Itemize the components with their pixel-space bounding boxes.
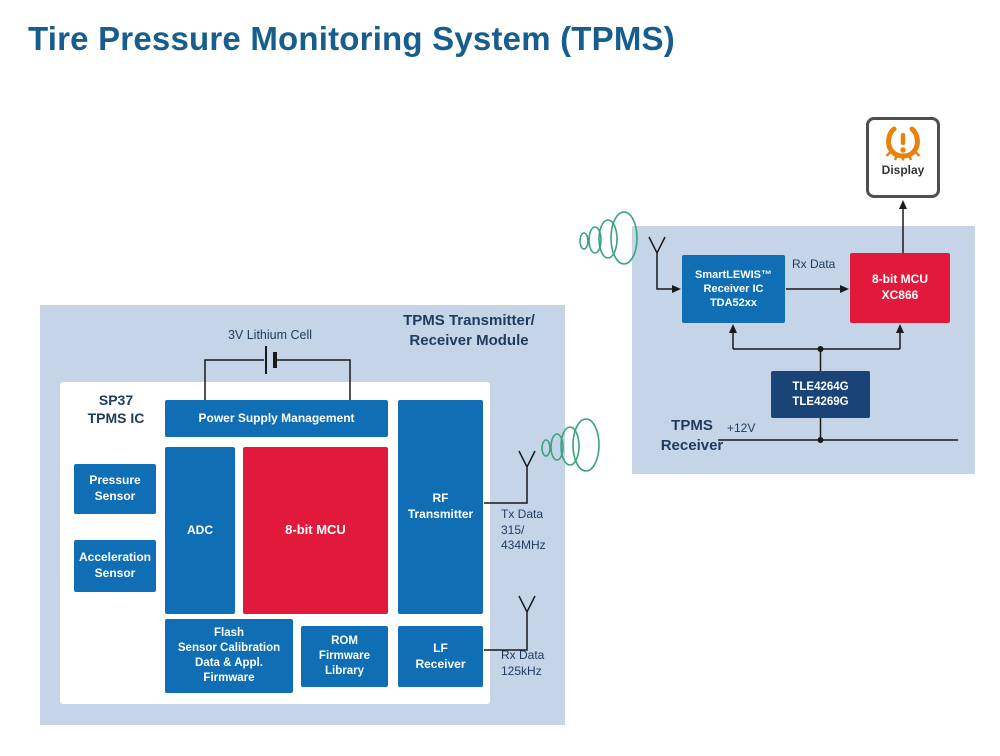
block-pressure-sensor: Pressure Sensor xyxy=(74,464,156,514)
rx-rf-waves-icon xyxy=(579,211,638,265)
tire-pressure-warning-icon xyxy=(885,126,921,161)
block-lf-receiver: LF Receiver xyxy=(398,626,483,687)
page-title: Tire Pressure Monitoring System (TPMS) xyxy=(28,20,675,57)
receiver-panel-label: TPMS Receiver xyxy=(660,417,724,454)
sp37-chip-label: SP37 TPMS IC xyxy=(87,392,145,427)
block-smartlewis-receiver-ic: SmartLEWIS™ Receiver IC TDA52xx xyxy=(682,255,785,323)
block-flash-firmware: Flash Sensor Calibration Data & Appl. Fi… xyxy=(165,619,293,693)
block-power-supply-management: Power Supply Management xyxy=(165,400,388,437)
display-label: Display xyxy=(881,163,925,177)
block-adc: ADC xyxy=(165,447,235,614)
battery-label: 3V Lithium Cell xyxy=(227,328,313,342)
tx-data-label: Tx Data 315/ 434MHz xyxy=(501,507,546,553)
transmitter-module-label: TPMS Transmitter/ Receiver Module xyxy=(403,312,535,349)
block-rom-firmware-library: ROM Firmware Library xyxy=(301,626,388,687)
display-box: Display xyxy=(866,117,940,198)
receiver-rx-data-label: Rx Data xyxy=(792,257,836,271)
block-voltage-regulator: TLE4264G TLE4269G xyxy=(771,371,870,418)
rx-data-label: Rx Data 125kHz xyxy=(501,648,545,678)
block-8bit-mcu: 8-bit MCU xyxy=(243,447,388,614)
block-rf-transmitter: RF Transmitter xyxy=(398,400,483,614)
supply-voltage-label: +12V xyxy=(727,421,756,435)
block-receiver-8bit-mcu: 8-bit MCU XC866 xyxy=(850,253,950,323)
block-acceleration-sensor: Acceleration Sensor xyxy=(74,540,156,592)
